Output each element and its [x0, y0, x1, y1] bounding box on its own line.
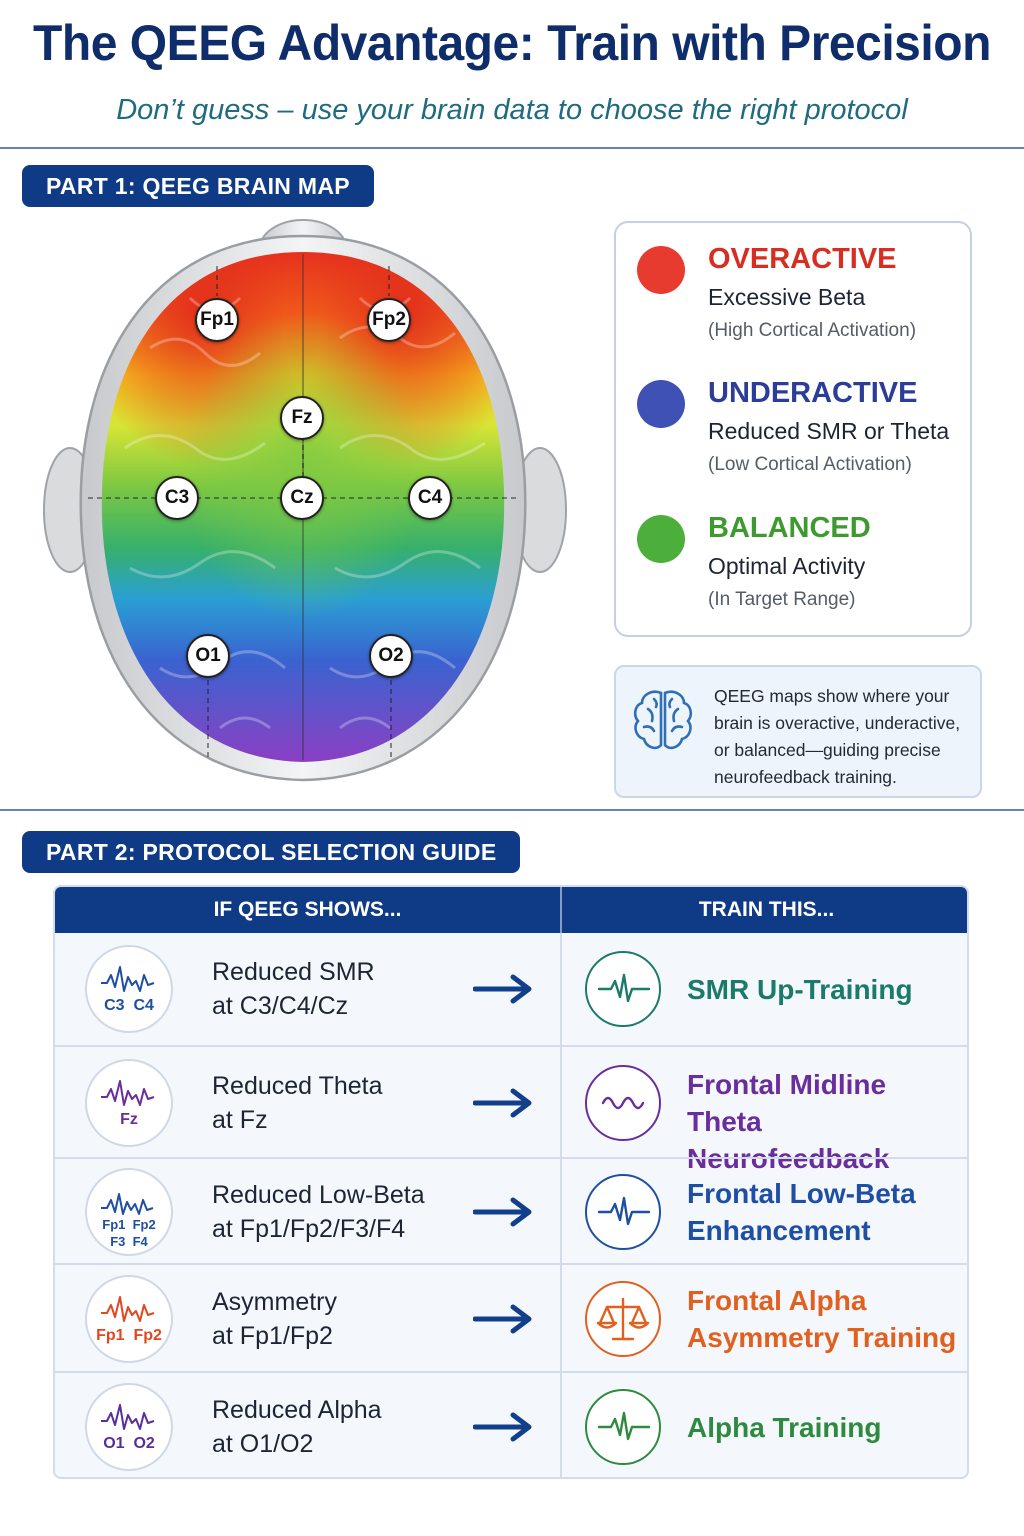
legend-dot-overactive: [637, 246, 685, 294]
electrode-waveform-icon: Fp1 Fp2: [85, 1275, 173, 1363]
activity-legend: OVERACTIVE Excessive Beta (High Cortical…: [614, 221, 972, 637]
electrode-fp1: Fp1: [195, 298, 239, 342]
legend-sub: Optimal Activity: [708, 553, 866, 579]
protocol-name: SMR Up-Training: [687, 971, 913, 1008]
condition-line: at Fz: [212, 1106, 268, 1134]
protocol-table: IF QEEG SHOWS... TRAIN THIS... C3 C4 Redu…: [53, 885, 969, 1479]
page-title: The QEEG Advantage: Train with Precision: [33, 15, 991, 71]
protocol-name-line: Frontal Alpha: [687, 1285, 867, 1316]
electrode-label: Fp1 Fp2: [102, 1217, 156, 1232]
condition-line: Reduced Theta: [212, 1072, 383, 1100]
info-text: QEEG maps show where your brain is overa…: [714, 686, 961, 787]
table-row: O1 O2 Reduced Alpha at O1/O2 Alpha Training: [55, 1371, 967, 1477]
brain-icon: [633, 690, 693, 750]
electrode-o1: O1: [186, 634, 230, 678]
legend-note: (In Target Range): [708, 589, 856, 610]
page-subtitle: Don’t guess – use your brain data to cho…: [116, 94, 908, 126]
protocol-name-line: Asymmetry Training: [687, 1322, 957, 1353]
balance-scale-icon: [585, 1281, 661, 1357]
legend-heading: UNDERACTIVE: [708, 377, 918, 409]
legend-heading: OVERACTIVE: [708, 243, 897, 275]
electrode-fz: Fz: [280, 396, 324, 440]
info-box: QEEG maps show where your brain is overa…: [614, 665, 982, 798]
condition-line: Reduced SMR: [212, 958, 375, 986]
legend-dot-balanced: [637, 515, 685, 563]
electrode-fp2: Fp2: [367, 298, 411, 342]
table-row: Fp1 Fp2 F3 F4 Reduced Low-Beta at Fp1/Fp2/F…: [55, 1157, 967, 1263]
waveform-icon: [585, 951, 661, 1027]
protocol-name-line: Frontal Low-Beta: [687, 1178, 916, 1209]
condition-line: at Fp1/Fp2/F3/F4: [212, 1215, 406, 1243]
electrode-cz: Cz: [280, 476, 324, 520]
legend-note: (Low Cortical Activation): [708, 454, 912, 475]
divider: [0, 147, 1024, 149]
condition-text: Reduced Low-Beta at Fp1/Fp2/F3/F4: [212, 1178, 425, 1246]
column-header-if: IF QEEG SHOWS...: [213, 898, 402, 921]
legend-heading: BALANCED: [708, 512, 871, 544]
waveform-icon: [585, 1389, 661, 1465]
arrow-right-icon: [473, 974, 532, 1004]
condition-line: at Fp1/Fp2: [212, 1322, 333, 1350]
condition-line: Asymmetry: [212, 1288, 337, 1316]
column-header-train: TRAIN THIS...: [698, 898, 835, 921]
legend-sub: Excessive Beta: [708, 284, 866, 310]
waveform-icon: [585, 1174, 661, 1250]
electrode-o2: O2: [369, 634, 413, 678]
electrode-c3: C3: [155, 476, 199, 520]
part2-label: PART 2: PROTOCOL SELECTION GUIDE: [22, 831, 521, 873]
column-divider: [560, 933, 562, 1477]
divider: [0, 809, 1024, 811]
electrode-label: F3 F4: [110, 1234, 148, 1249]
arrow-right-icon: [473, 1197, 532, 1227]
electrode-label: Fp1 Fp2: [96, 1327, 162, 1344]
sine-wave-icon: [585, 1065, 661, 1141]
protocol-name-line: Enhancement: [687, 1215, 871, 1246]
condition-line: at C3/C4/Cz: [212, 992, 349, 1020]
electrode-label: Fz: [120, 1111, 138, 1128]
electrode-waveform-icon: Fp1 Fp2 F3 F4: [85, 1168, 173, 1256]
protocol-name: Alpha Training: [687, 1409, 881, 1446]
part1-label: PART 1: QEEG BRAIN MAP: [22, 165, 374, 207]
qeeg-brain-map: Fp1 Fp2 Fz C3 Cz C4 O1 O2: [40, 218, 570, 798]
arrow-right-icon: [473, 1304, 532, 1334]
table-row: C3 C4 Reduced SMR at C3/C4/Cz SMR Up-Traini…: [55, 933, 967, 1045]
condition-line: Reduced Low-Beta: [212, 1181, 425, 1209]
protocol-name-line: Alpha Training: [687, 1411, 882, 1443]
header-divider: [560, 887, 562, 933]
condition-text: Reduced Theta at Fz: [212, 1069, 383, 1137]
arrow-right-icon: [473, 1088, 532, 1118]
legend-sub: Reduced SMR or Theta: [708, 418, 950, 444]
electrode-c4: C4: [408, 476, 452, 520]
electrode-waveform-icon: Fz: [85, 1059, 173, 1147]
table-header: IF QEEG SHOWS... TRAIN THIS...: [55, 887, 967, 933]
electrode-label: O1 O2: [103, 1435, 155, 1452]
condition-text: Reduced Alpha at O1/O2: [212, 1393, 382, 1461]
electrode-label: C3 C4: [104, 997, 154, 1014]
condition-line: at O1/O2: [212, 1430, 314, 1458]
legend-note: (High Cortical Activation): [708, 320, 917, 341]
condition-text: Asymmetry at Fp1/Fp2: [212, 1285, 337, 1353]
protocol-name-line: SMR Up-Training: [687, 973, 913, 1005]
electrode-waveform-icon: O1 O2: [85, 1383, 173, 1471]
condition-text: Reduced SMR at C3/C4/Cz: [212, 955, 375, 1023]
protocol-name-line: Frontal Midline: [687, 1069, 887, 1100]
condition-line: Reduced Alpha: [212, 1396, 382, 1424]
arrow-right-icon: [473, 1412, 532, 1442]
electrode-waveform-icon: C3 C4: [85, 945, 173, 1033]
legend-dot-underactive: [637, 380, 685, 428]
